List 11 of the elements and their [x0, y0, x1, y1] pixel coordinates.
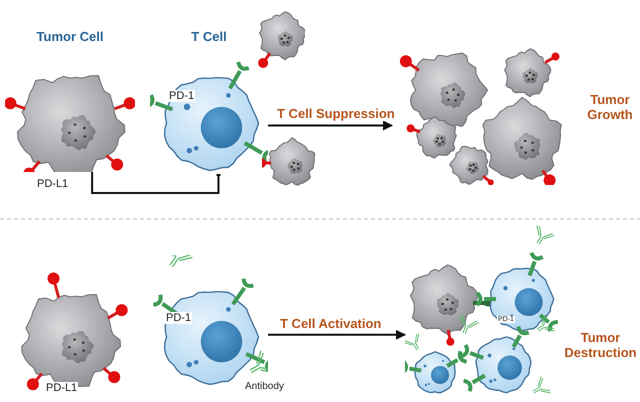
receptor-label: PD-L1: [45, 382, 78, 394]
edge-label: T Cell Activation: [278, 316, 384, 331]
antibody-label: Antibody: [244, 381, 285, 392]
cell-title: Tumor Cell: [36, 29, 104, 44]
cell-title: T Cell: [190, 29, 228, 44]
edge-label: T Cell Suppression: [275, 106, 397, 121]
receptor-label: PD-L1: [36, 178, 70, 190]
receptor-label: PD-1: [168, 90, 196, 102]
arrow: [268, 330, 406, 340]
arrow: [268, 120, 393, 130]
receptor-label: PD-1: [165, 312, 192, 324]
